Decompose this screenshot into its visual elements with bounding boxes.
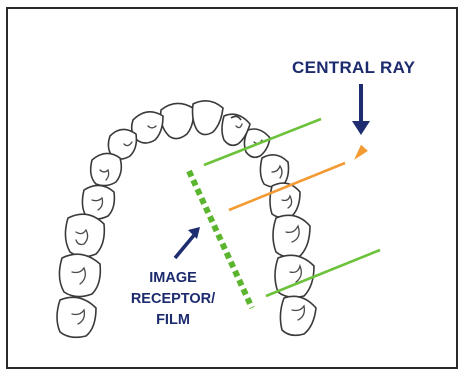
tooth (230, 115, 242, 121)
image-receptor-label-line-3: FILM (156, 312, 190, 328)
tooth (274, 254, 315, 299)
tooth (279, 295, 317, 337)
up-right-arrow-icon (173, 227, 200, 260)
tooth (89, 152, 123, 187)
dental-arch (56, 100, 317, 339)
image-receptor-label-line-2: RECEPTOR/ (130, 291, 216, 307)
tooth (107, 128, 138, 160)
tooth (259, 154, 290, 188)
tooth (64, 213, 106, 258)
ray-line-top (203, 117, 322, 167)
ray-line-bottom (265, 248, 381, 298)
triangle-marker-icon (354, 144, 368, 160)
image-receptor-label-line-1: IMAGE (149, 270, 197, 286)
tooth-details (71, 123, 306, 325)
down-arrow-icon (352, 84, 370, 135)
tooth (272, 214, 311, 259)
tooth (221, 113, 251, 147)
tooth (81, 184, 116, 220)
tooth (159, 102, 195, 140)
ray-line-central (228, 161, 346, 212)
image-receptor-film (186, 169, 255, 310)
tooth (58, 253, 102, 298)
tooth (56, 296, 97, 339)
tooth (191, 100, 224, 136)
central-ray-label: CENTRAL RAY (292, 58, 416, 77)
